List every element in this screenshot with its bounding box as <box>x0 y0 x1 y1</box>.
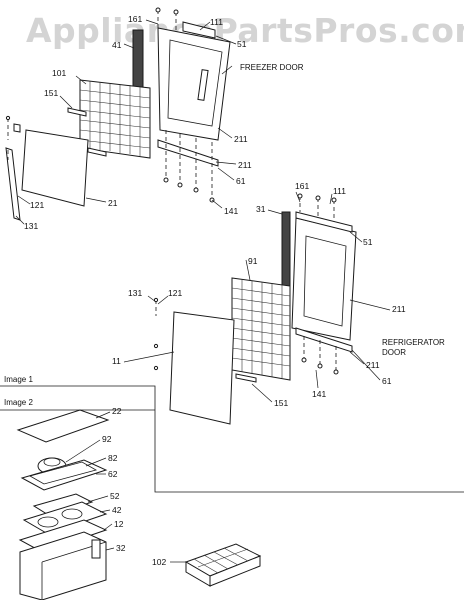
refrigerator-door-caption-line2: DOOR <box>382 348 406 357</box>
callout-141: 141 <box>224 206 238 216</box>
callout-92: 92 <box>102 434 112 444</box>
callout-101: 101 <box>52 68 66 78</box>
callout-111: 111 <box>333 186 346 196</box>
freezer-gasket <box>132 29 144 96</box>
callout-151: 151 <box>44 88 58 98</box>
image-frames: Image 1 Image 2 <box>0 375 464 493</box>
ice-tray <box>184 543 262 587</box>
callout-12: 12 <box>114 519 124 529</box>
callout-31: 31 <box>256 204 266 214</box>
freezer-door-caption: FREEZER DOOR <box>240 63 304 72</box>
freezer-outer-door-panel <box>21 129 89 207</box>
callout-22: 22 <box>112 406 122 416</box>
callout-131: 131 <box>128 288 142 298</box>
freezer-door-assembly <box>5 7 231 221</box>
freezer-callouts: 161 111 41 51 101 151 FREEZER DOOR 211 2… <box>24 14 304 231</box>
callout-151: 151 <box>274 398 288 408</box>
callout-41: 41 <box>112 40 122 50</box>
callout-91: 91 <box>248 256 258 266</box>
callout-32: 32 <box>116 543 126 553</box>
refrigerator-outer-door-panel <box>169 311 235 425</box>
callout-211b: 211 <box>366 360 380 370</box>
callout-82: 82 <box>108 453 118 463</box>
callout-61: 61 <box>382 376 392 386</box>
callout-141: 141 <box>312 389 326 399</box>
callout-51: 51 <box>237 39 247 49</box>
callout-51: 51 <box>363 237 373 247</box>
ice-bin-assembly <box>16 409 110 600</box>
refrigerator-door-liner <box>291 217 357 341</box>
callout-211a: 211 <box>234 134 248 144</box>
callout-61: 61 <box>236 176 246 186</box>
freezer-grille-panel <box>79 79 151 159</box>
freezer-callout-leaders <box>15 19 237 225</box>
callout-211a: 211 <box>392 304 406 314</box>
refrigerator-callout-leaders <box>123 191 391 403</box>
freezer-door-liner <box>157 27 231 141</box>
refrigerator-callouts: 161 111 31 51 91 131 121 211 11 REFRIGER… <box>112 181 445 408</box>
callout-211b: 211 <box>238 160 252 170</box>
callout-42: 42 <box>112 505 122 515</box>
watermark: AppliancePartsPros.com <box>26 11 464 50</box>
callout-121: 121 <box>168 288 182 298</box>
ice-bin-callouts: 22 92 82 62 52 42 12 32 102 <box>102 406 166 567</box>
callout-161: 161 <box>128 14 142 24</box>
ice-maker-frame <box>20 459 108 491</box>
freezer-door-handle <box>157 139 219 167</box>
ice-bin-callout-leaders <box>65 411 186 563</box>
image2-caption: Image 2 <box>4 398 33 407</box>
callout-111: 111 <box>210 17 223 27</box>
callout-11: 11 <box>112 356 121 366</box>
ice-bin-cover <box>16 409 110 443</box>
callout-161: 161 <box>295 181 309 191</box>
callout-121: 121 <box>30 200 44 210</box>
callout-62: 62 <box>108 469 118 479</box>
callout-131: 131 <box>24 221 38 231</box>
callout-52: 52 <box>110 491 120 501</box>
refrigerator-door-assembly <box>153 193 357 425</box>
refrigerator-door-caption-line1: REFRIGERATOR <box>382 338 445 347</box>
callout-21: 21 <box>108 198 118 208</box>
image1-caption: Image 1 <box>4 375 33 384</box>
refrigerator-door-handle <box>295 327 353 353</box>
callout-102: 102 <box>152 557 166 567</box>
